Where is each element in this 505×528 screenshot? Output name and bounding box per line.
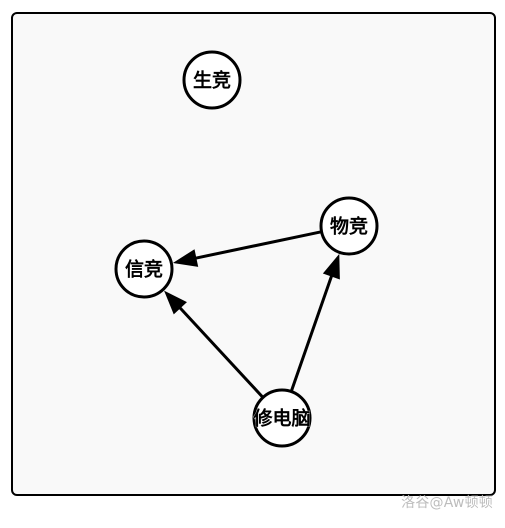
arrow-head-icon — [322, 253, 340, 280]
edge-wujing-to-xinjing — [172, 230, 321, 267]
edge-line — [177, 305, 264, 398]
node-shengjing[interactable]: 生竞 — [182, 50, 242, 110]
nodes-layer: 生竞 物竞 信竞 修电脑 — [114, 50, 379, 448]
edge-xiudiannao-to-wujing — [290, 253, 340, 392]
edges-layer — [164, 230, 340, 398]
arrow-head-icon — [164, 290, 187, 315]
watermark-text: 洛谷@Aw顿顿 — [401, 495, 493, 511]
node-wujing-circle — [319, 196, 379, 256]
node-xinjing-circle — [114, 239, 174, 299]
node-xiudiannao-label: 修电脑 — [252, 407, 310, 430]
edge-line — [194, 230, 321, 260]
node-shengjing-label: 生竞 — [193, 69, 231, 92]
node-xinjing[interactable]: 信竞 — [114, 239, 174, 299]
node-shengjing-circle — [182, 50, 242, 110]
node-wujing-label: 物竞 — [330, 215, 368, 238]
node-xinjing-label: 信竞 — [125, 258, 163, 281]
node-wujing[interactable]: 物竞 — [319, 196, 379, 256]
arrow-head-icon — [172, 249, 199, 267]
node-xiudiannao-circle — [252, 388, 312, 448]
node-xiudiannao[interactable]: 修电脑 — [252, 388, 312, 448]
edge-line — [290, 274, 334, 392]
edge-xiudiannao-to-xinjing — [164, 290, 264, 398]
graph-frame — [11, 12, 496, 496]
